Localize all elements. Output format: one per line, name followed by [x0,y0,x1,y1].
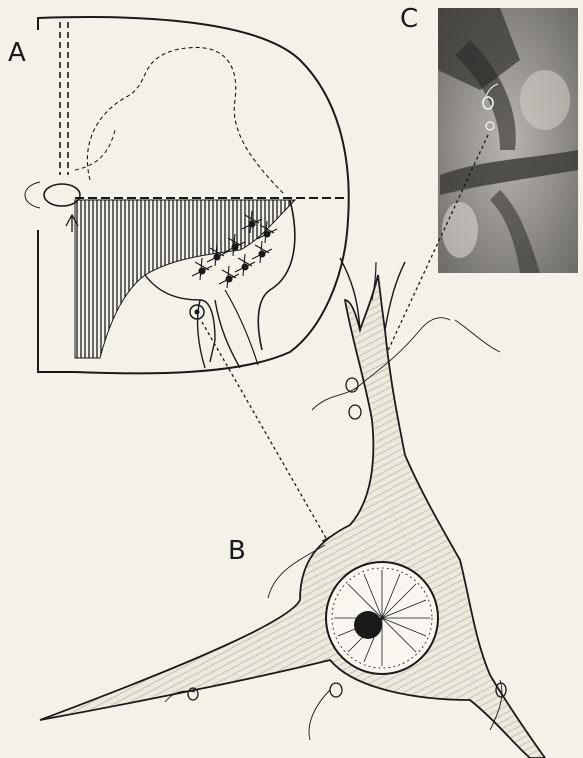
ventral-horn-inner [145,275,215,362]
panel-label-a: A [8,40,26,66]
grey-boundary-dashed [75,130,115,170]
chromatin-spokes [334,570,430,666]
micrograph-light-area [520,70,570,130]
presynaptic-fiber-3 [309,690,330,740]
bouton-icon [349,405,361,419]
dorsal-horn-boundary [87,47,285,195]
presynaptic-fiber-6 [455,320,500,352]
neurofibril-texture [40,275,545,758]
nucleolus [354,611,382,639]
panel-b-motor-neuron [40,258,545,758]
hatched-white-matter [75,200,295,358]
dendrite-strand-2 [385,262,405,330]
micrograph-light-area-2 [442,202,478,258]
panel-label-c: C [400,6,418,32]
panel-c-micrograph [438,8,578,273]
panel-label-b: B [228,538,246,564]
bouton-icon [330,683,342,697]
highlighted-neuron-nucleus [195,310,200,315]
commissure-left [25,182,40,208]
dotted-arrow-a-to-b [202,322,330,545]
ventral-root-3 [225,290,258,365]
panel-a-spinal-cord [25,17,349,373]
